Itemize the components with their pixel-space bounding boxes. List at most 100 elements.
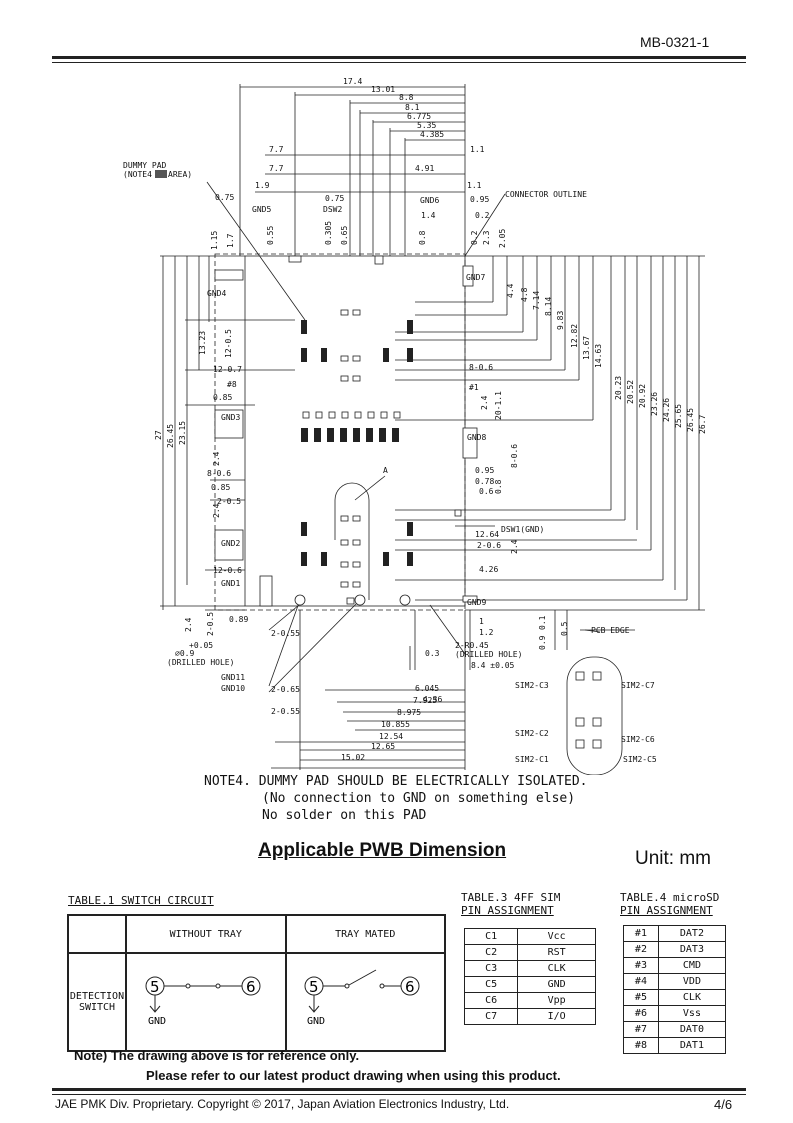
dim-mid-11: 4.26 (479, 565, 498, 574)
dim-mid-15: 0.1 (538, 615, 547, 630)
table1-row-label: DETECTION SWITCH (67, 952, 127, 1052)
dim-left-4: 12-0.5 (224, 329, 233, 358)
dim-mid-2: 20-1.1 (494, 391, 503, 420)
table3-title-1: TABLE.3 4FF SIM (461, 891, 561, 904)
dim-mid-10: 2.4 (510, 539, 519, 554)
table4-signal: CMD (657, 957, 727, 974)
label-note4-area-right: AREA) (168, 170, 192, 179)
dim-top-15: 0.75 (325, 194, 344, 203)
dim-right-5: 12.82 (570, 324, 579, 348)
table4-pin: #1 (623, 925, 659, 942)
footer-rule-thin (52, 1094, 746, 1095)
label-gnd5: GND5 (252, 205, 271, 214)
dim-left-2: 23.15 (178, 421, 187, 445)
dim-left-0: 27 (154, 430, 163, 440)
table3-pin: C6 (463, 992, 519, 1009)
dim-mid-6: 0.8 (494, 479, 503, 494)
dim-mid-8: 12.64 (475, 530, 499, 539)
dim-right-1: 4.8 (520, 287, 529, 302)
switch2-gnd: GND (307, 1016, 325, 1027)
label-sim-c1: SIM2-C1 (515, 755, 549, 764)
dim-left-13: 2.4 (184, 617, 193, 632)
dim-right-3: 8.14 (544, 297, 553, 316)
label-gnd4: GND4 (207, 289, 226, 298)
page-title: Applicable PWB Dimension (258, 840, 507, 861)
switch-closed-diagram: 5 6 GND (304, 969, 420, 1027)
dim-top-9: 4.91 (415, 164, 434, 173)
dim-left-5: 12-0.7 (213, 365, 242, 374)
dim-top-21: 0.8 (418, 230, 427, 245)
dim-left-12: 12-0.6 (213, 566, 242, 575)
switch1-node6: 6 (246, 978, 256, 996)
dim-right-15: 26.7 (698, 415, 707, 434)
dim-right-4: 9.83 (556, 311, 565, 330)
table3-signal: RST (517, 944, 596, 961)
dim-top-23: 2.3 (482, 230, 491, 245)
note-line-1: Note) The drawing above is for reference… (74, 1048, 360, 1063)
table4-pin: #8 (623, 1037, 659, 1054)
table4-signal: DAT0 (657, 1021, 727, 1038)
label-gnd7: GND7 (466, 273, 485, 282)
dim-top-2: 8.8 (399, 93, 414, 102)
note-line-2: Please refer to our latest product drawi… (146, 1068, 561, 1083)
unit-label: Unit: mm (635, 848, 711, 869)
dim-right-0: 4.4 (506, 283, 515, 298)
label-gnd10: GND10 (221, 684, 245, 693)
dim-mid-16: 0.5 (560, 621, 569, 636)
label-sim-c7: SIM2-C7 (621, 681, 655, 690)
dim-top-8: 7.7 (269, 145, 284, 154)
switch2-node5: 5 (309, 978, 319, 996)
dim-left-1: 26.45 (166, 424, 175, 448)
dim-right-8: 20.23 (614, 376, 623, 400)
label-gnd11: GND11 (221, 673, 245, 682)
table4-signal: DAT1 (657, 1037, 727, 1054)
dim-bottom-5: 12.54 (379, 732, 403, 741)
dim-top-24: 2.05 (498, 229, 507, 248)
switch2-node6: 6 (405, 978, 415, 996)
label-pcb-edge: PCB EDGE (591, 626, 630, 635)
dim-top-13: 0.95 (470, 195, 489, 204)
dim-top-26: 1.7 (226, 233, 235, 248)
dim-mid-4: 0.78 (475, 477, 494, 486)
label-gnd3: GND3 (221, 413, 240, 422)
dim-bottom-9: 2-0.65 (271, 685, 300, 694)
table4-pin: #6 (623, 1005, 659, 1022)
dim-top-25: 1.15 (210, 231, 219, 250)
table1-col-without-tray: WITHOUT TRAY (125, 914, 287, 954)
dim-bottom-1: 6.045 (415, 684, 439, 693)
table1-row-label-2: SWITCH (78, 1002, 116, 1013)
dim-top-17: 0.2 (475, 211, 490, 220)
table4-signal: DAT3 (657, 941, 727, 958)
table4-pin: #4 (623, 973, 659, 990)
table3-pin: C1 (463, 928, 519, 945)
label-dsw2: DSW2 (323, 205, 342, 214)
dim-bottom-7: 15.02 (341, 753, 365, 762)
dim-top-11: 1.1 (467, 181, 482, 190)
table1-without-tray-cell: 5 6 GND (125, 952, 287, 1052)
dim-top-14: 0.75 (215, 193, 234, 202)
table1-title: TABLE.1 SWITCH CIRCUIT (68, 894, 214, 907)
table4-pin: #5 (623, 989, 659, 1006)
label-pin1: #1 (469, 383, 479, 392)
footer-copyright: JAE PMK Div. Proprietary. Copyright © 20… (55, 1097, 510, 1111)
dim-left-10: 2-0.5 (217, 497, 241, 506)
dim-top-10: 7.7 (269, 164, 284, 173)
dim-mid-13: 1.2 (479, 628, 494, 637)
table4-signal: CLK (657, 989, 727, 1006)
table4-signal: DAT2 (657, 925, 727, 942)
label-gnd6: GND6 (420, 196, 439, 205)
dim-bottom-10: 2-0.55 (271, 707, 300, 716)
note4-line-1: NOTE4. DUMMY PAD SHOULD BE ELECTRICALLY … (204, 774, 588, 789)
table1-switch-circuit: WITHOUT TRAY TRAY MATED DETECTION SWITCH… (67, 914, 446, 1052)
note4-line-3: No solder on this PAD (262, 808, 427, 823)
